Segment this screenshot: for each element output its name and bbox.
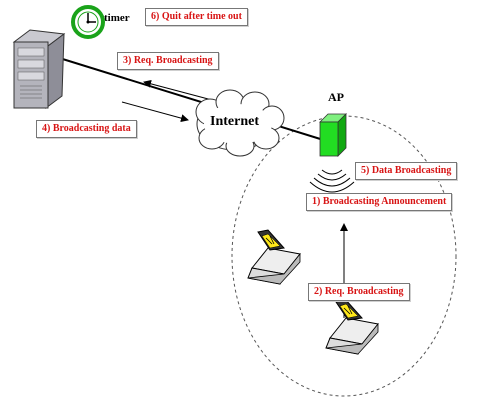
step-quit-after-timeout: 6) Quit after time out [145, 8, 248, 26]
step-broadcasting-data: 4) Broadcasting data [36, 120, 137, 138]
internet-label: Internet [210, 114, 259, 129]
access-point-icon [319, 113, 347, 157]
data-arrow [121, 101, 189, 123]
step-req-broadcasting-server: 3) Req. Broadcasting [117, 52, 219, 70]
request-arrow [143, 79, 213, 101]
step-broadcasting-announcement: 1) Broadcasting Announcement [306, 193, 453, 211]
laptop-icon-left [247, 229, 301, 285]
network-link-line [39, 51, 331, 143]
step-req-broadcasting-client: 2) Req. Broadcasting [308, 283, 410, 301]
laptop-icon-bottom [325, 299, 379, 355]
internet-cloud-icon [195, 89, 285, 157]
ap-label: AP [328, 90, 344, 104]
timer-clock-icon [71, 5, 105, 39]
wireless-signal-icon [309, 169, 355, 193]
server-icon [12, 29, 66, 110]
timer-label: timer [104, 12, 130, 24]
step-data-broadcasting: 5) Data Broadcasting [355, 162, 458, 180]
